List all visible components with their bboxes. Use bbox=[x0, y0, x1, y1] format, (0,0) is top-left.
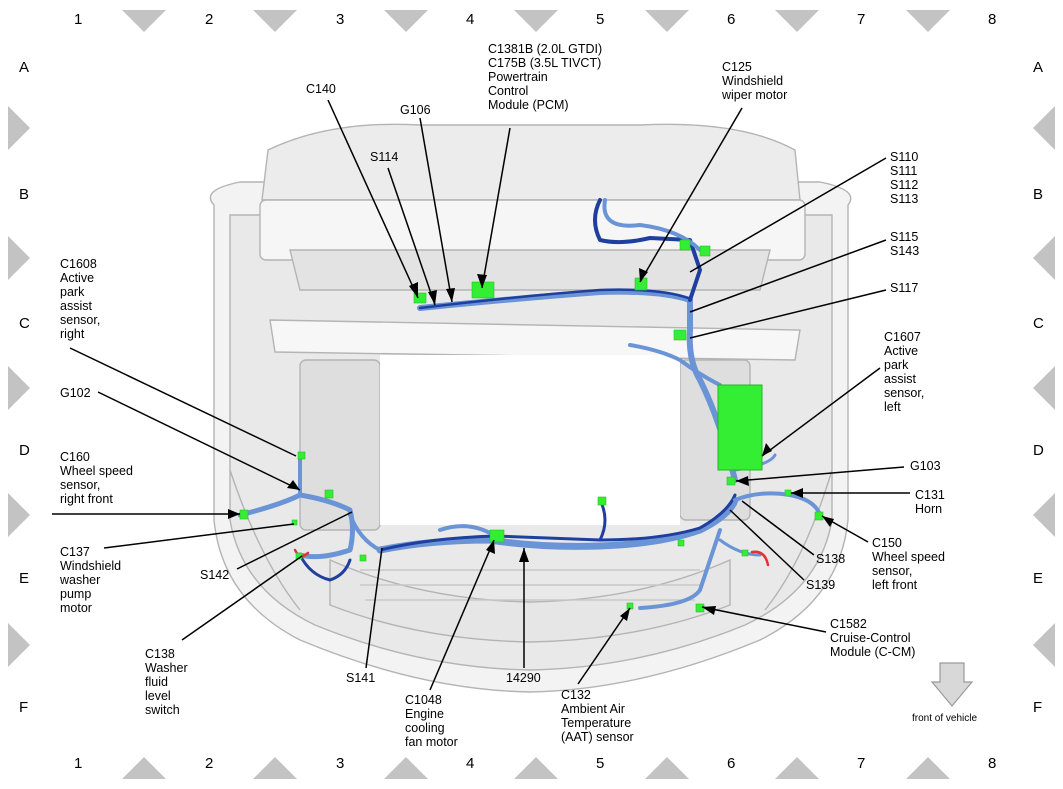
label-s141: S141 bbox=[346, 671, 376, 685]
grid-col-1-bottom: 1 bbox=[74, 755, 83, 772]
label-c1607: C1607 Active park assist sensor, left bbox=[884, 330, 925, 414]
label-s138: S138 bbox=[816, 552, 846, 566]
border-marker-top-1 bbox=[122, 10, 166, 32]
border-marker-bottom-1 bbox=[122, 757, 166, 779]
border-marker-bottom-4 bbox=[514, 757, 558, 779]
label-s142: S142 bbox=[200, 568, 230, 582]
grid-col-6-bottom: 6 bbox=[727, 755, 736, 772]
grid-row-C-left: C bbox=[19, 315, 30, 332]
grid-col-6-top: 6 bbox=[727, 11, 736, 28]
border-marker-top-4 bbox=[514, 10, 558, 32]
front-arrow-icon bbox=[930, 662, 974, 707]
label-c140: C140 bbox=[306, 82, 336, 96]
border-marker-bottom-2 bbox=[253, 757, 297, 779]
label-c125: C125 Windshield wiper motor bbox=[722, 60, 788, 102]
grid-row-A-left: A bbox=[19, 59, 30, 76]
label-g103: G103 bbox=[910, 459, 941, 473]
grid-row-A-right: A bbox=[1033, 59, 1044, 76]
grid-col-2-bottom: 2 bbox=[205, 755, 214, 772]
border-marker-top-6 bbox=[775, 10, 819, 32]
connectors bbox=[239, 239, 824, 613]
label-c1608: C1608 Active park assist sensor, right bbox=[60, 257, 101, 341]
border-marker-left-4 bbox=[8, 493, 30, 537]
border-marker-right-2 bbox=[1033, 236, 1055, 280]
grid-col-3-top: 3 bbox=[336, 11, 345, 28]
border-marker-left-5 bbox=[8, 623, 30, 667]
border-marker-bottom-7 bbox=[906, 757, 950, 779]
border-marker-left-1 bbox=[8, 106, 30, 150]
label-s117: S117 bbox=[890, 281, 919, 295]
grid-border-markers bbox=[8, 10, 1055, 779]
pcm-module-block bbox=[717, 384, 763, 471]
border-marker-top-7 bbox=[906, 10, 950, 32]
label-s115-s143: S115 S143 bbox=[890, 230, 920, 258]
label-c1048: C1048 Engine cooling fan motor bbox=[405, 693, 458, 749]
border-marker-bottom-6 bbox=[775, 757, 819, 779]
border-marker-left-2 bbox=[8, 236, 30, 280]
label-s114: S114 bbox=[370, 150, 399, 164]
label-c150: C150 Wheel speed sensor, left front bbox=[872, 536, 945, 592]
grid-row-E-left: E bbox=[19, 570, 30, 587]
label-c137: C137 Windshield washer pump motor bbox=[60, 545, 122, 615]
grid-row-F-left: F bbox=[19, 699, 29, 716]
grid-row-F-right: F bbox=[1033, 699, 1043, 716]
grid-col-7-bottom: 7 bbox=[857, 755, 866, 772]
grid-row-E-right: E bbox=[1033, 570, 1044, 587]
grid-col-1-top: 1 bbox=[74, 11, 83, 28]
border-marker-top-2 bbox=[253, 10, 297, 32]
grid-row-C-right: C bbox=[1033, 315, 1044, 332]
grid-col-5-top: 5 bbox=[596, 11, 605, 28]
label-c131: C131 Horn bbox=[915, 488, 945, 516]
label-s139: S139 bbox=[806, 578, 836, 592]
border-marker-top-5 bbox=[645, 10, 689, 32]
grid-row-B-right: B bbox=[1033, 186, 1044, 203]
border-marker-right-1 bbox=[1033, 106, 1055, 150]
grid-col-8-bottom: 8 bbox=[988, 755, 997, 772]
grid-col-2-top: 2 bbox=[205, 11, 214, 28]
border-marker-bottom-5 bbox=[645, 757, 689, 779]
label-front-of-vehicle: front of vehicle bbox=[912, 713, 978, 724]
border-marker-right-4 bbox=[1033, 493, 1055, 537]
label-g102: G102 bbox=[60, 386, 91, 400]
callout-arrowheads bbox=[228, 268, 834, 621]
label-harness-14290: 14290 bbox=[506, 671, 541, 685]
label-c1582: C1582 Cruise-Control Module (C-CM) bbox=[830, 617, 916, 659]
grid-col-4-top: 4 bbox=[466, 11, 475, 28]
border-marker-right-3 bbox=[1033, 366, 1055, 410]
label-c160: C160 Wheel speed sensor, right front bbox=[60, 450, 133, 506]
label-c132: C132 Ambient Air Temperature (AAT) senso… bbox=[561, 688, 634, 744]
grid-col-4-bottom: 4 bbox=[466, 755, 475, 772]
grid-row-B-left: B bbox=[19, 186, 30, 203]
border-marker-bottom-3 bbox=[384, 757, 428, 779]
border-marker-right-5 bbox=[1033, 623, 1055, 667]
border-marker-left-3 bbox=[8, 366, 30, 410]
label-s110-s113: S110 S111 S112 S113 bbox=[890, 150, 919, 206]
grid-row-D-right: D bbox=[1033, 442, 1044, 459]
grid-col-3-bottom: 3 bbox=[336, 755, 345, 772]
grid-col-7-top: 7 bbox=[857, 11, 866, 28]
grid-row-D-left: D bbox=[19, 442, 30, 459]
border-marker-top-3 bbox=[384, 10, 428, 32]
label-c138: C138 Washer fluid level switch bbox=[145, 647, 188, 717]
callout-leader-lines bbox=[52, 99, 910, 691]
label-pcm: C1381B (2.0L GTDI) C175B (3.5L TIVCT) Po… bbox=[488, 42, 603, 112]
label-g106: G106 bbox=[400, 103, 431, 117]
grid-col-5-bottom: 5 bbox=[596, 755, 605, 772]
grid-col-8-top: 8 bbox=[988, 11, 997, 28]
